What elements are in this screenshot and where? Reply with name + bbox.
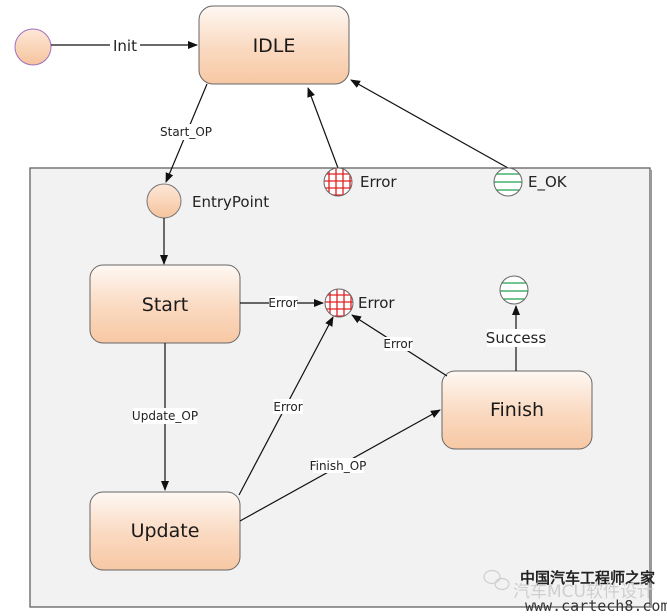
state-update[interactable]: Update: [89, 491, 241, 571]
transition-update-error-label: Error: [273, 400, 302, 414]
watermark-line3: www.cartech8.com: [525, 597, 667, 615]
watermark: 中国汽车工程师之家 汽车MCU软件设计 www.cartech8.com: [483, 569, 667, 615]
exit-point-eok-outer[interactable]: [492, 167, 524, 197]
transition-error-to-idle[interactable]: [307, 87, 339, 169]
transition-finish-op-label: Finish_OP: [310, 459, 367, 473]
transition-start-error-label: Error: [268, 296, 297, 310]
entry-point-label: EntryPoint: [192, 193, 269, 211]
state-idle-label: IDLE: [253, 35, 296, 57]
exit-point-error-inner[interactable]: [323, 287, 355, 319]
state-start-label: Start: [142, 294, 188, 316]
watermark-line2: 汽车MCU软件设计: [513, 582, 654, 602]
transition-finish-error-label: Error: [383, 337, 412, 351]
watermark-line1: 中国汽车工程师之家: [520, 569, 655, 587]
final-point-success[interactable]: [498, 275, 530, 305]
wechat-icon: [483, 569, 510, 591]
initial-state-circle[interactable]: [14, 28, 52, 66]
transition-init-label: Init: [113, 37, 137, 55]
exit-point-error-outer[interactable]: [322, 166, 354, 198]
state-update-label: Update: [131, 520, 200, 542]
exit-point-error-inner-label: Error: [358, 294, 395, 312]
transition-update-op-label: Update_OP: [132, 409, 198, 423]
state-start[interactable]: Start: [89, 264, 241, 344]
state-finish[interactable]: Finish: [441, 370, 593, 450]
transition-start-op-label: Start_OP: [160, 125, 212, 139]
state-idle[interactable]: IDLE: [198, 5, 350, 85]
entry-point[interactable]: [146, 183, 182, 219]
exit-point-error-outer-label: Error: [360, 173, 397, 191]
exit-point-eok-outer-label: E_OK: [528, 173, 568, 192]
state-finish-label: Finish: [490, 399, 544, 421]
transition-eok-to-idle[interactable]: [350, 79, 509, 169]
transition-success-label: Success: [486, 329, 547, 347]
